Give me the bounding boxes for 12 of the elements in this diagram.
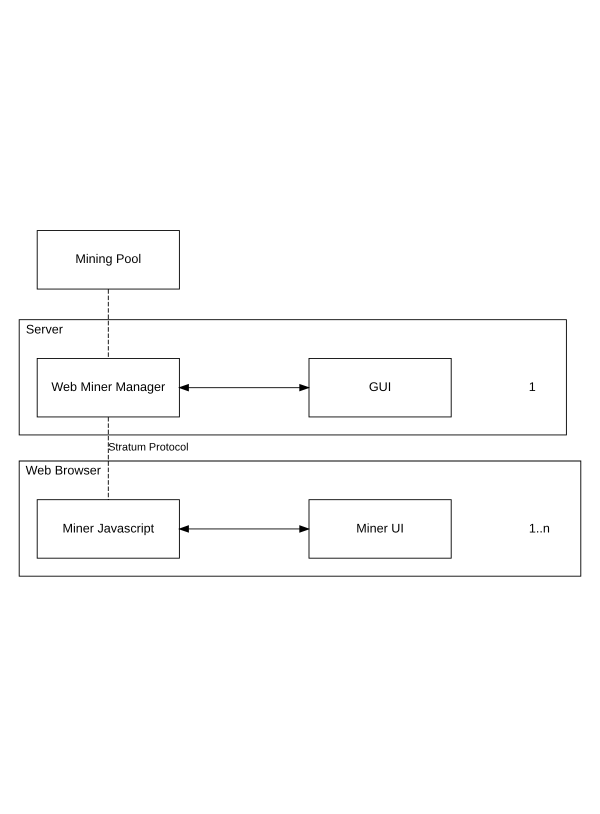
arrow	[178, 384, 310, 392]
node-box: Miner Javascript	[36, 499, 180, 559]
label: 1..n	[528, 521, 550, 536]
connector	[108, 416, 109, 500]
connector	[108, 288, 109, 359]
node-box: Web Miner Manager	[36, 358, 180, 418]
arrow	[178, 525, 310, 533]
node-box: Miner UI	[308, 499, 452, 559]
node-box: GUI	[308, 358, 452, 418]
node-box: Mining Pool	[36, 230, 180, 290]
edge-label: Stratum Protocol	[108, 442, 188, 454]
label: 1	[528, 380, 536, 394]
